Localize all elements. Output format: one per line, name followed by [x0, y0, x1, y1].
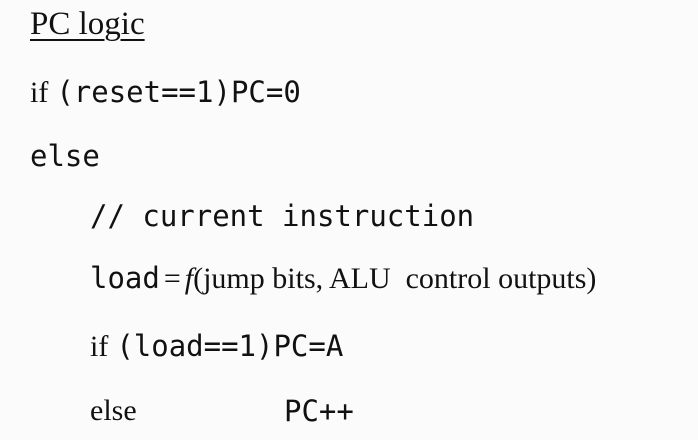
- pc-load-assignment: PC=A: [273, 329, 344, 363]
- function-arguments: (jump bits, ALU control outputs): [193, 262, 597, 295]
- load-variable: load: [90, 261, 160, 295]
- reset-line: if(reset==1)PC=0: [30, 78, 301, 108]
- reset-condition: (reset==1): [56, 75, 231, 109]
- equals-sign: =: [163, 262, 181, 295]
- comment-current-instruction: // current instruction: [90, 199, 475, 233]
- if-keyword-nested: if: [90, 330, 109, 363]
- if-keyword: if: [30, 76, 49, 109]
- function-f: f: [184, 262, 194, 295]
- load-condition-line: if(load==1)PC=A: [90, 332, 343, 362]
- else-keyword: else: [30, 139, 100, 173]
- pc-increment: PC++: [284, 394, 354, 428]
- slide-title: PC logic: [30, 6, 145, 42]
- pc-reset-assignment: PC=0: [230, 75, 301, 109]
- load-condition: (load==1): [116, 329, 274, 363]
- else-keyword-nested: else: [90, 394, 137, 427]
- load-line: load=f(jump bits, ALU control outputs): [90, 264, 596, 294]
